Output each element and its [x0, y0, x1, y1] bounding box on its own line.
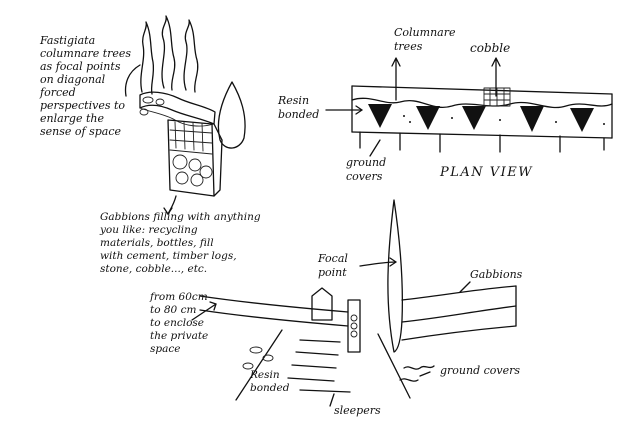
note-cobble: cobble — [470, 41, 510, 55]
gabion-wall-top — [139, 91, 216, 125]
note-line: Gabbions filling with anything — [100, 211, 261, 223]
note-line: Resin — [249, 369, 280, 381]
fastigiata-tree-2 — [161, 15, 176, 91]
note-line: sense of space — [40, 125, 121, 138]
note-line: Focal — [317, 252, 348, 265]
note-line: enlarge the — [40, 112, 104, 125]
note-line: bonded — [250, 382, 290, 394]
arrow-groundcovers — [419, 371, 431, 377]
gabion-corner-sketch — [124, 15, 246, 197]
sleepers — [287, 339, 351, 393]
note-line: forced — [39, 86, 76, 99]
arrow-focal — [359, 261, 397, 267]
fastigiata-tree-3 — [183, 19, 199, 93]
note-line: Columnare — [394, 26, 456, 39]
plan-view-sketch — [325, 57, 613, 157]
note-line: on diagonal — [40, 73, 106, 86]
note-line: columnare trees — [40, 47, 131, 60]
note-line: Resin — [277, 94, 309, 107]
cobble-grid — [483, 87, 511, 107]
arrow-sleepers — [329, 393, 335, 407]
arrow-enclose — [191, 303, 217, 321]
note-perspective: Focal point Gabbions from 60cm to 80 cm … — [149, 252, 523, 417]
note-line: to 80 cm — [150, 304, 196, 316]
note-ground-covers: ground covers — [440, 364, 520, 377]
fastigiata-tree-1 — [140, 21, 155, 95]
right-gabion-wall — [401, 285, 517, 301]
perspective-sketch — [191, 199, 517, 407]
shrub — [217, 81, 246, 149]
arrow-ground — [369, 139, 381, 157]
note-gabbions-fill: Gabbions filling with anything you like:… — [99, 211, 261, 275]
plan-wave-line — [351, 97, 613, 109]
note-line: Fastigiata — [39, 34, 95, 47]
plan-bottom-line — [351, 131, 613, 139]
note-line: trees — [394, 40, 423, 53]
note-line: space — [150, 343, 180, 355]
note-line: to enclose — [150, 317, 204, 329]
note-line: point — [318, 266, 347, 279]
arrow-to-tree — [124, 64, 141, 97]
plan-top-line — [351, 85, 613, 95]
note-line: materials, bottles, fill — [100, 237, 214, 249]
note-line: from 60cm — [149, 291, 208, 303]
note-line: covers — [346, 170, 383, 183]
ground-cover-marks — [403, 365, 435, 370]
note-plan: Resin bonded Columnare trees cobble grou… — [277, 26, 533, 183]
note-line: bonded — [278, 108, 319, 121]
left-gabion-wall — [199, 295, 349, 313]
note-line: the private — [150, 330, 208, 342]
note-line: ground — [346, 156, 386, 169]
note-line: you like: recycling — [99, 224, 198, 236]
note-gabbions: Gabbions — [470, 268, 523, 281]
note-line: stone, cobble..., etc. — [100, 263, 207, 275]
note-line: as focal points — [40, 60, 121, 73]
plan-view-title: PLAN VIEW — [439, 165, 533, 180]
note-line: perspectives to — [40, 99, 125, 112]
note-line: with cement, timber logs, — [100, 250, 237, 262]
cypress-tree — [387, 199, 403, 353]
note-fastigiata: Fastigiata columnare trees as focal poin… — [39, 34, 131, 138]
note-sleepers: sleepers — [334, 404, 381, 417]
arrow-gabbions — [459, 281, 471, 293]
